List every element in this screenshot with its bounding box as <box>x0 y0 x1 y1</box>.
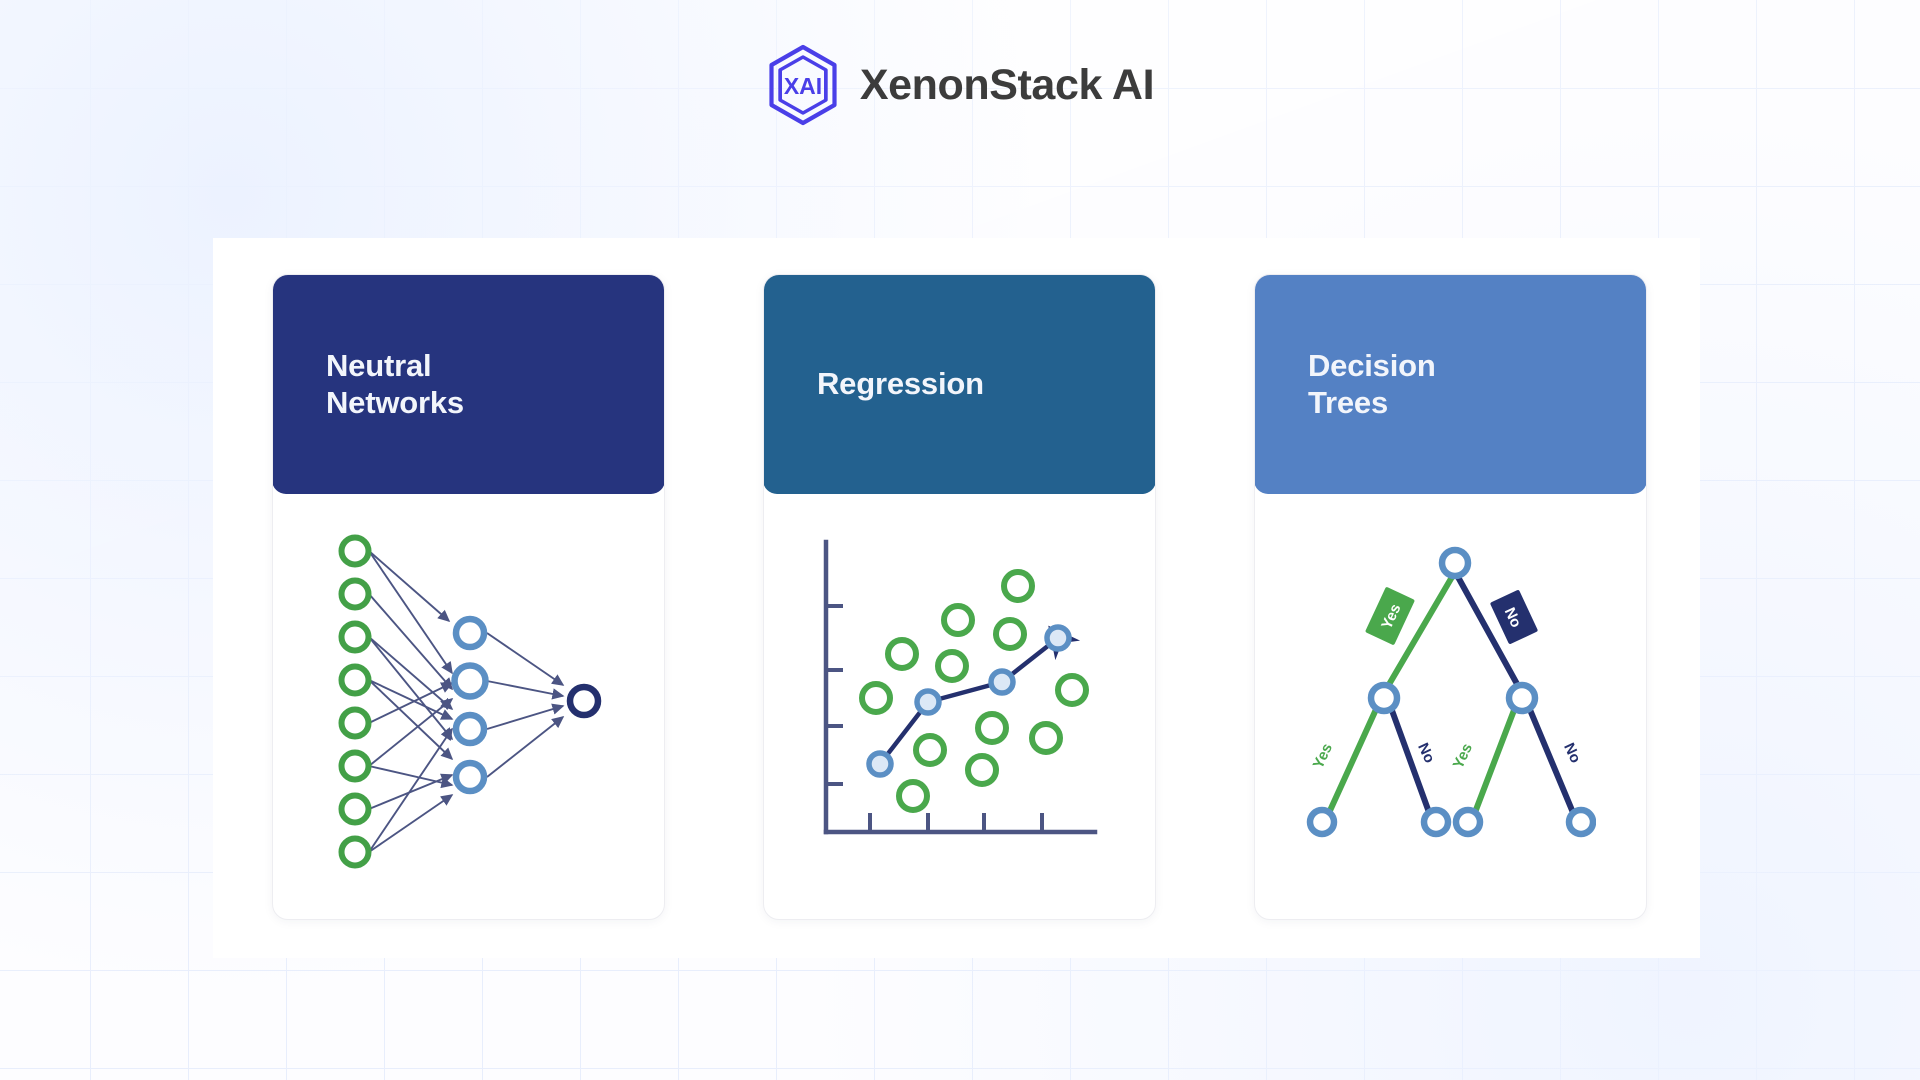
card-title-neural-networks: Neutral Networks <box>326 347 464 420</box>
brand-header: XAI XenonStack AI <box>0 44 1920 126</box>
tree-label-left-no-text: No <box>1414 740 1438 765</box>
tree-label-right-yes-text: Yes <box>1449 740 1475 771</box>
tree-label-right-no-text: No <box>1560 740 1584 765</box>
tree-label-root-no: No <box>1489 589 1538 644</box>
branch-left-yes <box>1324 701 1381 818</box>
tree-label-root-yes: Yes <box>1365 586 1414 645</box>
tree-node-leaf2 <box>1420 806 1451 837</box>
tree-nodes <box>1306 546 1596 837</box>
branch-right-yes <box>1470 701 1519 818</box>
x-axis-ticks <box>867 812 1044 832</box>
tree-node-right <box>1505 681 1538 714</box>
card-neural-networks[interactable]: Neutral Networks <box>272 274 665 920</box>
tree-node-left <box>1367 681 1400 714</box>
figure-decision-tree: Yes No Yes No Yes No <box>1255 494 1646 919</box>
card-header-neural-networks: Neutral Networks <box>273 275 664 494</box>
xai-hexagon-logo-icon: XAI <box>769 44 837 126</box>
tree-node-leaf3 <box>1452 806 1483 837</box>
regression-scatter-plot <box>823 539 1097 834</box>
decision-tree-diagram: Yes No Yes No Yes No <box>1306 546 1596 837</box>
card-title-regression: Regression <box>817 366 984 402</box>
card-decision-trees[interactable]: Decision Trees <box>1254 274 1647 920</box>
figure-neural-network <box>273 494 664 919</box>
tree-node-leaf4 <box>1565 806 1596 837</box>
tree-node-root <box>1438 546 1471 579</box>
card-title-decision-trees: Decision Trees <box>1308 347 1436 420</box>
tree-node-leaf1 <box>1306 806 1337 837</box>
card-header-decision-trees: Decision Trees <box>1255 275 1646 494</box>
logo-letters: XAI <box>784 73 822 99</box>
cards-row: Neutral Networks <box>272 274 1647 920</box>
figure-regression <box>764 494 1155 919</box>
y-axis-ticks <box>825 603 843 786</box>
brand-name: XenonStack AI <box>859 60 1155 109</box>
neural-network-diagram <box>338 534 601 868</box>
card-regression[interactable]: Regression <box>763 274 1156 920</box>
tree-label-left-yes-text: Yes <box>1309 740 1335 771</box>
card-header-regression: Regression <box>764 275 1155 494</box>
